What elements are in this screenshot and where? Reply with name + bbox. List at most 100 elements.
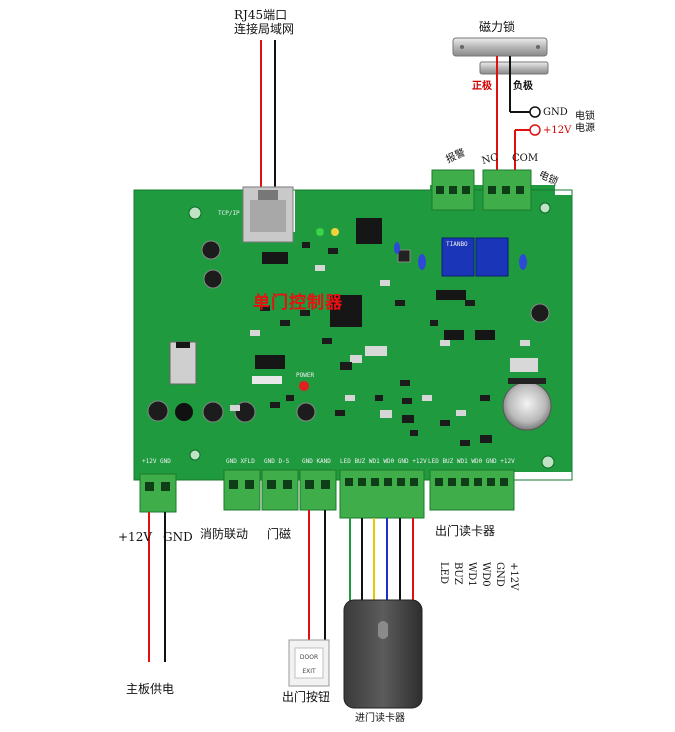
smd-part [480,395,490,401]
terminal-hole [410,478,418,486]
smd-part [440,420,450,426]
rj45-label-line1: RJ45端口 [234,8,288,22]
smd-part [230,405,240,411]
com-label: COM [512,153,539,164]
silk-led: POWER [296,372,315,379]
terminal-door-sensor [261,469,299,511]
leds [299,228,339,391]
positive-label: 正极 [472,81,492,92]
pin-label-wd0: WD0 [480,562,491,587]
smd-part [250,330,260,336]
door-sensor-label: 门磁 [267,527,292,541]
reader-wires [349,518,414,605]
smd-part [345,395,355,401]
lock-power-label-2: 电源 [575,123,595,134]
terminal-hole [500,478,508,486]
smd-part [422,395,432,401]
terminal-hole [358,478,366,486]
terminal-alarm [431,169,475,211]
gnd-label: GND [543,107,568,118]
fire-link-label: 消防联动 [200,527,249,541]
plus12v-label: +12V [543,125,572,136]
pin-label-gnd: GND [494,562,505,587]
terminal-fire-link [223,469,261,511]
smd-part [380,410,392,418]
power-12v-label: +12V [118,530,152,544]
smd-part [375,395,383,401]
exit-reader-label: 出门读卡器 [435,524,496,538]
smd-part [286,395,294,401]
relays [441,237,509,277]
smd-part [402,398,412,404]
power-gnd-label: GND [163,530,193,544]
smd-part [270,402,280,408]
smd-part [335,410,345,416]
terminal-hole [345,478,353,486]
smd-part [322,338,332,344]
silk-power: +12V GND [142,458,171,465]
smd-part [340,362,352,370]
silk-relay: TIANBO [446,241,468,248]
smd-part [402,415,414,423]
silk-button: GND KAND [302,458,331,465]
pin-label-buz: BUZ [452,562,463,585]
board-title: 单门控制器 [253,293,343,313]
smd-part [350,355,362,363]
exit-button-face: DOOR EXIT [289,640,329,686]
controller-board [133,185,573,481]
terminal-hole [474,478,482,486]
terminal-hole [384,478,392,486]
smd-components [230,242,530,446]
smd-part [315,265,325,271]
entry-reader-label: 进门读卡器 [355,713,405,724]
terminal-exit-button [299,469,337,511]
exit-button-device [288,639,330,687]
pin-label-12v: +12V [508,562,519,591]
main-power-label: 主板供电 [126,682,175,696]
pin-label-wd1: WD1 [466,562,477,587]
smd-part [400,380,410,386]
terminal-holes [345,478,508,486]
pin-label-led: LED [438,562,449,584]
terminal-hole [487,478,495,486]
smd-part [280,320,290,326]
exit-button-wires [308,510,326,644]
smd-part [460,440,470,446]
smd-part [328,248,338,254]
magnetic-lock [452,37,549,75]
silk-sensor: GND D-S [264,458,290,465]
terminal-lock [482,169,532,211]
exit-text-exit: EXIT [302,668,316,675]
smd-part [380,280,390,286]
rj45-port [242,186,294,243]
chips [169,218,538,385]
backup-battery [502,378,552,431]
exit-button-label: 出门按钮 [282,690,331,704]
terminal-hole [461,478,469,486]
smd-part [456,410,466,416]
maglock-label: 磁力锁 [479,20,516,34]
smd-part [300,310,310,316]
smd-part [410,430,418,436]
smd-part [520,340,530,346]
smd-part [260,305,270,311]
terminal-exit-reader [429,469,515,511]
silk-fire: GND XFLD [226,458,255,465]
rj45-label-line2: 连接局域网 [234,22,295,36]
terminal-hole [397,478,405,486]
terminal-hole [371,478,379,486]
terminal-hole [448,478,456,486]
smd-part [430,320,438,326]
card-reader-device [343,599,423,709]
smd-part [302,242,310,248]
silk-entry: LED BUZ WD1 WD0 GND +12V [340,458,427,465]
rj45-cable [260,40,276,208]
negative-label: 负极 [513,81,533,92]
power-wires [148,512,166,662]
terminal-hole [435,478,443,486]
silk-tcp: TCP/IP [218,210,240,217]
smd-part [480,435,492,443]
smd-part [440,340,450,346]
